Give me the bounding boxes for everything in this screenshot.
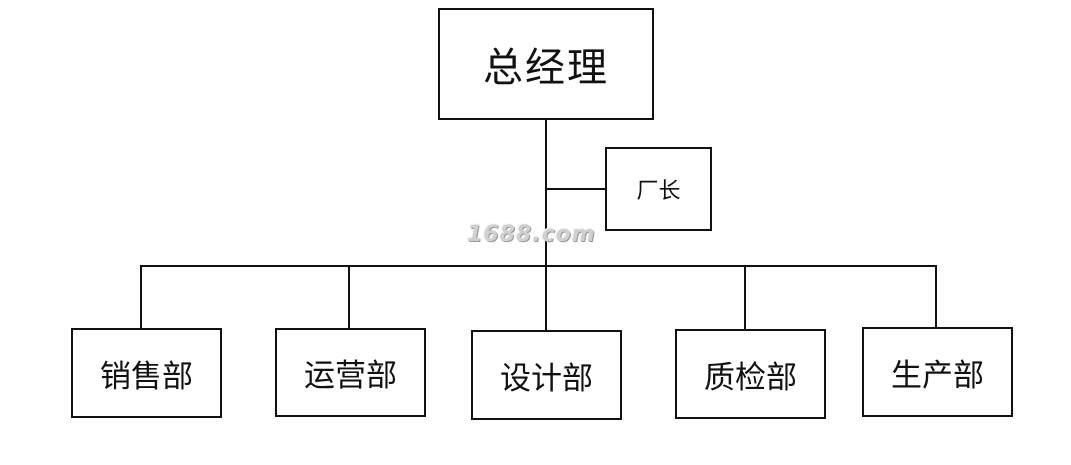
factory-director-node: 厂长 xyxy=(605,147,712,231)
connector-dept-1 xyxy=(140,265,142,329)
connector-dept-4 xyxy=(744,265,746,330)
connector-dept-5 xyxy=(935,265,937,328)
department-node-quality: 质检部 xyxy=(675,329,826,419)
department-node-operations: 运营部 xyxy=(275,328,426,417)
connector-dept-2 xyxy=(348,265,350,329)
department-label: 销售部 xyxy=(100,358,193,395)
connector-dept-3 xyxy=(545,265,547,331)
connector-trunk xyxy=(545,120,547,267)
department-node-sales: 销售部 xyxy=(71,328,222,418)
factory-director-label: 厂长 xyxy=(636,179,681,204)
general-manager-label: 总经理 xyxy=(483,45,609,91)
department-label: 生产部 xyxy=(891,357,984,394)
connector-assistant-branch xyxy=(545,188,606,190)
department-node-production: 生产部 xyxy=(862,327,1013,417)
department-label: 质检部 xyxy=(704,359,797,396)
department-label: 设计部 xyxy=(500,360,593,397)
department-label: 运营部 xyxy=(304,358,397,394)
department-node-design: 设计部 xyxy=(471,330,622,420)
general-manager-node: 总经理 xyxy=(438,8,654,120)
connector-department-bus xyxy=(140,265,937,267)
watermark: 1688.com xyxy=(467,222,596,247)
